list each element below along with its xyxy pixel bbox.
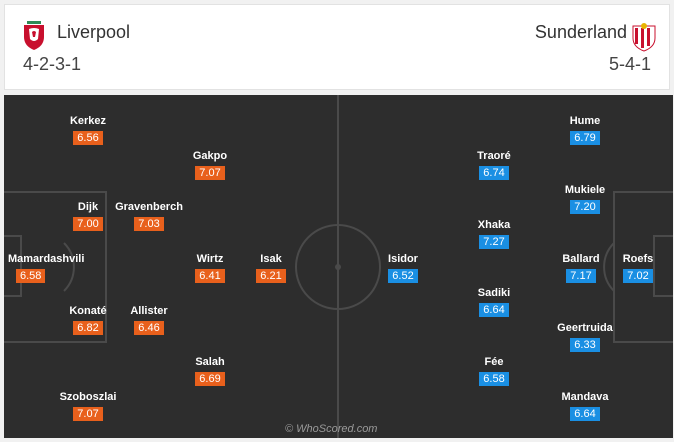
player-rating: 6.58 [16,269,46,283]
liverpool-crest-icon [24,21,44,50]
player-name: Isak [260,253,282,265]
sunderland-crest-icon [632,23,656,52]
player-rating: 6.64 [570,407,600,421]
player-name: Wirtz [196,253,224,265]
player-rating: 6.69 [195,372,225,386]
player-name: Salah [195,356,225,368]
away-team-name[interactable]: Sunderland [534,22,627,42]
match-header: Liverpool 4-2-3-1 Sunderland 5-4-1 [4,4,670,90]
player-rating: 7.00 [73,217,103,231]
player-rating: 7.03 [134,217,164,231]
home-team-name[interactable]: Liverpool [57,22,131,42]
player-name: Konaté [69,305,107,317]
player-dijk[interactable]: Dijk 7.00 [48,201,128,232]
player-hume[interactable]: Hume 6.79 [545,115,625,146]
player-szoboszlai[interactable]: Szoboszlai 7.07 [48,391,128,422]
pitch [4,95,673,438]
player-name: Ballard [562,253,600,265]
player-name: Isidor [388,253,418,265]
player-rating: 6.46 [134,321,164,335]
player-name: Xhaka [477,219,511,231]
player-xhaka[interactable]: Xhaka 7.27 [454,219,534,250]
player-roefs[interactable]: Roefs 7.02 [608,253,668,284]
player-name: Mandava [561,391,609,403]
player-rating: 6.74 [479,166,509,180]
player-rating: 7.07 [73,407,103,421]
player-allister[interactable]: Allister 6.46 [109,305,189,336]
player-rating: 6.52 [388,269,418,283]
player-name: Szoboszlai [59,391,117,403]
player-rating: 7.07 [195,166,225,180]
player-rating: 6.33 [570,338,600,352]
player-name: Allister [130,305,168,317]
player-name: Mukiele [564,184,606,196]
player-konate[interactable]: Konaté 6.82 [48,305,128,336]
player-name: Dijk [77,201,99,213]
player-sadiki[interactable]: Sadiki 6.64 [454,287,534,318]
player-rating: 6.82 [73,321,103,335]
player-ballard[interactable]: Ballard 7.17 [541,253,621,284]
player-name: Traoré [477,150,511,162]
player-rating: 6.64 [479,303,509,317]
player-name: Gakpo [192,150,228,162]
player-rating: 7.27 [479,235,509,249]
player-rating: 6.56 [73,131,103,145]
player-name: Hume [569,115,601,127]
home-formation: 4-2-3-1 [23,54,82,74]
player-name: Sadiki [477,287,511,299]
player-name: Geertruida [557,322,613,334]
player-traore[interactable]: Traoré 6.74 [454,150,534,181]
pitch-markings [4,95,673,438]
player-salah[interactable]: Salah 6.69 [170,356,250,387]
player-name: Kerkez [69,115,107,127]
away-formation: 5-4-1 [608,54,651,74]
player-mukiele[interactable]: Mukiele 7.20 [545,184,625,215]
player-kerkez[interactable]: Kerkez 6.56 [48,115,128,146]
player-rating: 6.41 [195,269,225,283]
player-rating: 6.79 [570,131,600,145]
player-gakpo[interactable]: Gakpo 7.07 [170,150,250,181]
player-rating: 7.17 [566,269,596,283]
player-geertruida[interactable]: Geertruida 6.33 [545,322,625,353]
player-rating: 7.02 [623,269,653,283]
watermark: © WhoScored.com [285,423,378,435]
player-isak[interactable]: Isak 6.21 [231,253,311,284]
player-rating: 6.58 [479,372,509,386]
player-name: Roefs [622,253,654,265]
player-name: Fée [484,356,504,368]
player-rating: 7.20 [570,200,600,214]
player-wirtz[interactable]: Wirtz 6.41 [170,253,250,284]
player-gravenberch[interactable]: Gravenberch 7.03 [109,201,189,232]
player-mamardashvili[interactable]: Mamardashvili 6.58 [8,253,84,284]
player-fee[interactable]: Fée 6.58 [454,356,534,387]
player-mandava[interactable]: Mandava 6.64 [545,391,625,422]
player-name: Gravenberch [115,201,183,213]
player-rating: 6.21 [256,269,286,283]
player-isidor[interactable]: Isidor 6.52 [363,253,443,284]
player-name: Mamardashvili [8,253,85,265]
